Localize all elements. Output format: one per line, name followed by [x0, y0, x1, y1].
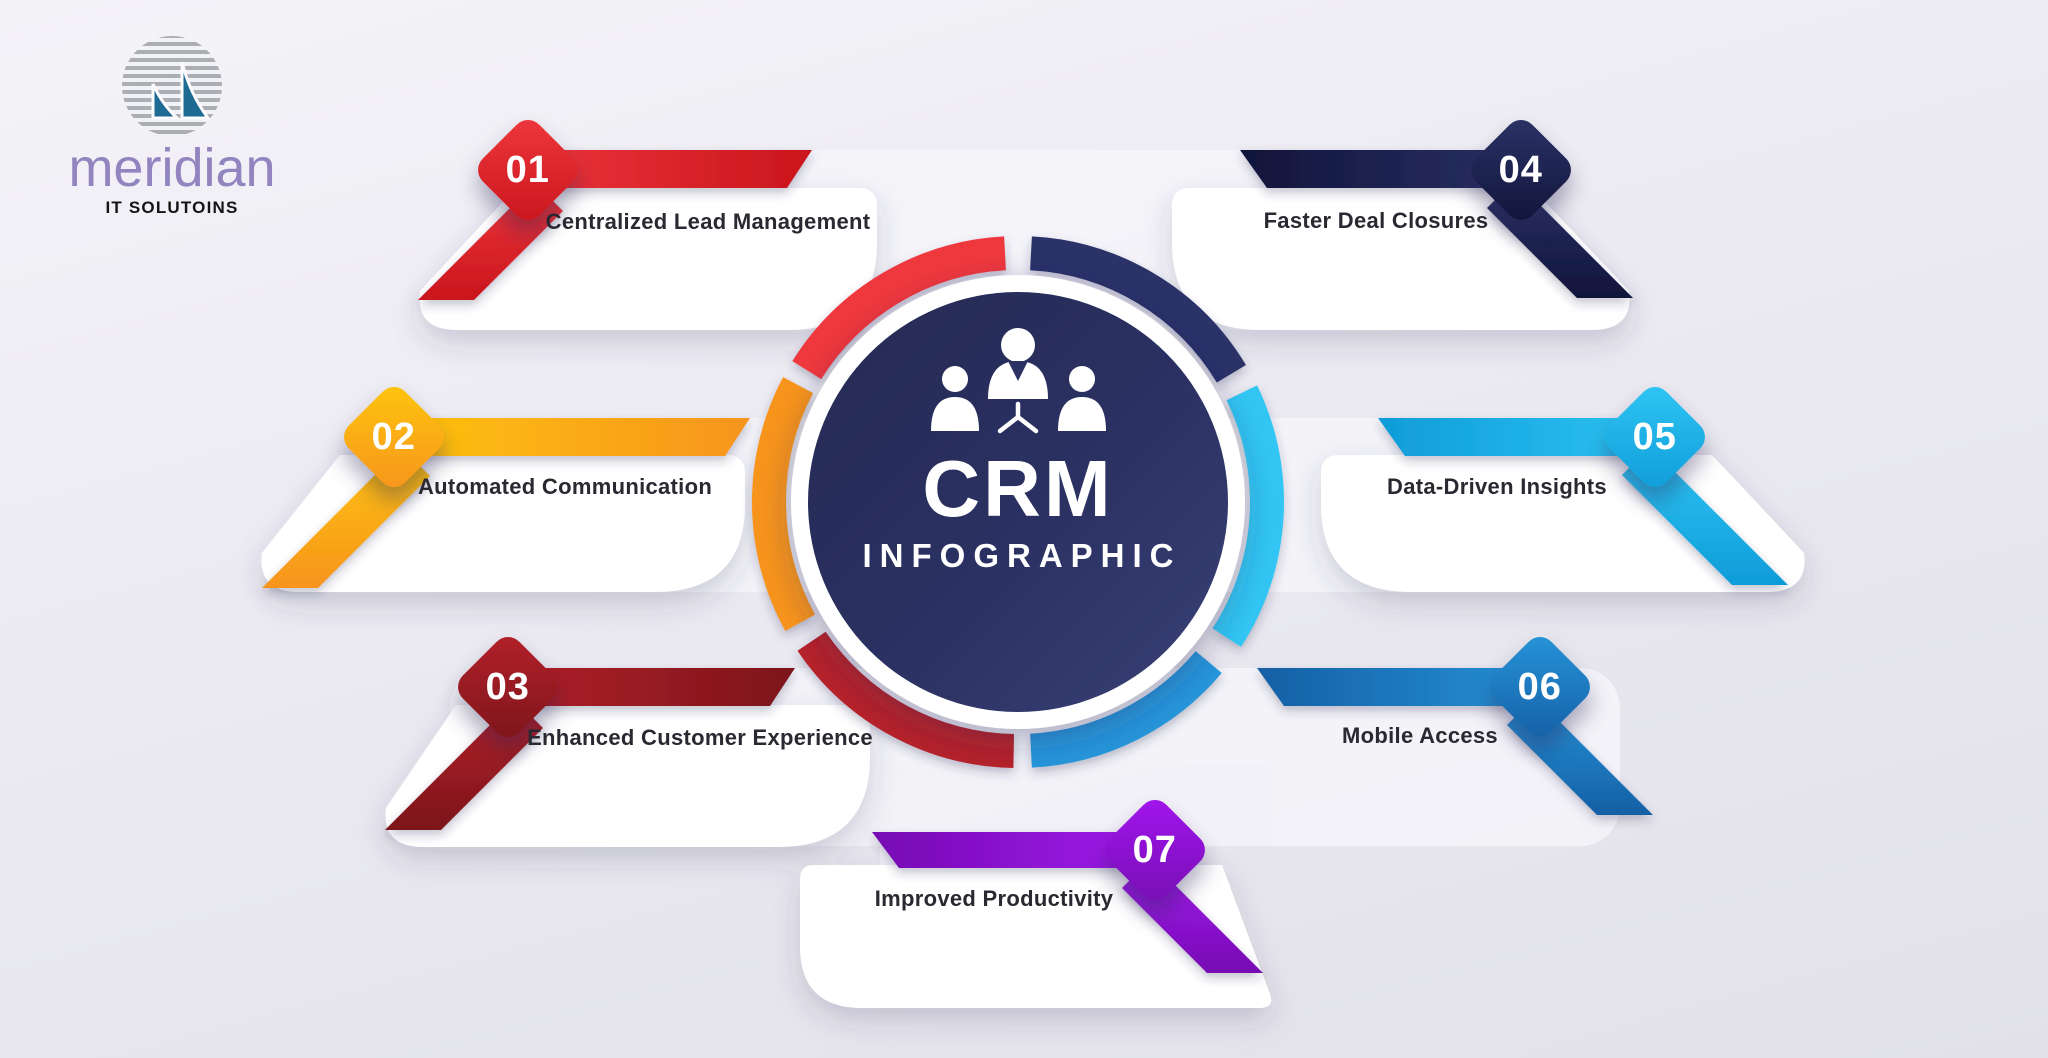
logo-name: meridian [68, 138, 276, 198]
ring-arc-04 [1029, 236, 1246, 383]
item-02-label: Automated Communication [417, 474, 713, 499]
band-01 [500, 150, 812, 188]
meridian-logo-mark-icon [122, 36, 222, 136]
ring-arc-02 [752, 377, 816, 631]
item-07-number: 07 [1132, 828, 1178, 871]
meridian-logo: meridian IT SOLUTOINS [36, 34, 308, 218]
band-02 [370, 418, 750, 456]
color-ring [752, 236, 1284, 768]
ring-arc-06 [1029, 650, 1222, 768]
band-04 [1240, 150, 1545, 188]
band-05 [1378, 418, 1680, 456]
logo-tagline: IT SOLUTOINS [105, 197, 239, 217]
team-icon [931, 328, 1106, 434]
item-07-label: Improved Productivity [874, 886, 1114, 911]
item-05-number: 05 [1632, 415, 1678, 458]
band-06 [1257, 668, 1565, 706]
item-03-label: Enhanced Customer Experience [527, 725, 873, 750]
item-03-number: 03 [485, 665, 531, 708]
ring-arc-01 [792, 236, 1007, 380]
ring-arc-05 [1212, 385, 1284, 647]
item-01-label: Centralized Lead Management [545, 209, 871, 234]
item-06-number: 06 [1517, 665, 1563, 708]
ring-arc-03 [797, 631, 1015, 768]
item-01-number: 01 [505, 148, 551, 191]
item-05-label: Data-Driven Insights [1387, 474, 1607, 499]
center-title: CRM [922, 444, 1114, 533]
center-subtitle: INFOGRAPHIC [862, 537, 1182, 574]
item-06-label: Mobile Access [1342, 723, 1498, 748]
band-03 [480, 668, 795, 706]
item-04-label: Faster Deal Closures [1263, 208, 1489, 233]
band-07 [872, 832, 1175, 868]
center-text: CRM INFOGRAPHIC [855, 449, 1182, 575]
item-02-number: 02 [371, 415, 417, 458]
center-circle [808, 292, 1228, 712]
item-04-number: 04 [1498, 148, 1544, 191]
bands [370, 150, 1680, 868]
